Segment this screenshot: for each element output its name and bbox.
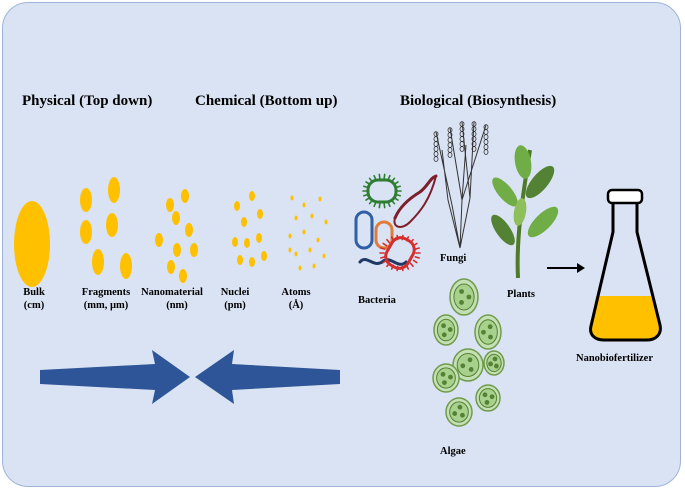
fragment-particle [80, 220, 92, 244]
label-nanobiofertilizer: Nanobiofertilizer [576, 353, 653, 364]
label-bacteria: Bacteria [358, 295, 396, 306]
nucleus-particle [257, 209, 263, 219]
nucleus-particle [244, 238, 250, 248]
bacterium-blue [354, 210, 374, 250]
heading-physical: Physical (Top down) [22, 93, 153, 109]
label-plants: Plants [507, 289, 536, 300]
atom-particle [310, 213, 314, 219]
nucleus-particle [261, 251, 267, 261]
bacterium-red [379, 234, 421, 272]
fragment-particle [80, 188, 92, 212]
bacterium-green [362, 173, 402, 209]
atom-particle [290, 195, 294, 201]
nucleus-particle [249, 191, 255, 201]
nucleus-particle [232, 237, 238, 247]
nanomaterial-particle [185, 223, 193, 237]
label-nuclei: Nuclei(pm) [220, 287, 250, 311]
fragment-particle [120, 253, 132, 279]
fragment-particle [106, 213, 118, 237]
nanomaterial-particle [155, 233, 163, 247]
heading-biological: Biological (Biosynthesis) [400, 93, 557, 109]
right-arrow-icon [547, 263, 585, 273]
atom-particle [316, 237, 320, 243]
flask-icon [589, 188, 662, 342]
atom-particle [288, 247, 292, 253]
plant-icon [491, 145, 559, 279]
nanomaterial-particle [167, 260, 175, 274]
label-fragments: Fragments(mm, µm) [81, 287, 131, 311]
bacterium-maroon [393, 174, 438, 220]
nanomaterial-particle [166, 198, 174, 212]
atom-particle [308, 247, 312, 253]
label-algae: Algae [440, 446, 466, 457]
fungi-icon [433, 121, 489, 249]
bacterium-navy [358, 257, 408, 266]
nanomaterial-particle [173, 243, 181, 257]
atom-particle [302, 229, 306, 235]
double-arrow-icon [40, 350, 340, 404]
nucleus-particle [256, 233, 262, 243]
label-fungi: Fungi [440, 253, 467, 264]
atom-particle [324, 219, 328, 225]
algae-icon [432, 278, 505, 427]
nucleus-particle [241, 217, 247, 227]
label-atoms: Atoms(Å) [281, 287, 311, 311]
nanomaterial-particle [179, 269, 187, 283]
atom-particle [288, 233, 292, 239]
heading-chemical: Chemical (Bottom up) [195, 93, 338, 109]
left-arrow-shape [40, 350, 190, 404]
nucleus-particle [234, 201, 240, 211]
nanomaterial-particle [172, 211, 180, 225]
particle-group [14, 177, 328, 287]
fragment-particle [92, 249, 104, 275]
background-panel [2, 2, 681, 487]
atom-particle [322, 253, 326, 259]
atom-particle [302, 202, 306, 208]
atom-particle [294, 215, 298, 221]
bacterium-orange [374, 220, 394, 250]
nanomaterial-particle [190, 243, 198, 257]
bacteria-icon [354, 173, 438, 272]
label-bulk: Bulk(cm) [23, 287, 45, 311]
fragment-particle [108, 177, 120, 203]
nucleus-particle [249, 257, 255, 267]
atom-particle [298, 265, 302, 271]
label-nanomaterial: Nanomaterial(nm) [141, 287, 203, 311]
right-arrow-shape [195, 350, 340, 404]
nanomaterial-particle [181, 189, 189, 203]
bulk-particle [14, 201, 50, 287]
atom-particle [312, 263, 316, 269]
nucleus-particle [237, 255, 243, 265]
atom-particle [294, 251, 298, 257]
atom-particle [318, 196, 322, 202]
